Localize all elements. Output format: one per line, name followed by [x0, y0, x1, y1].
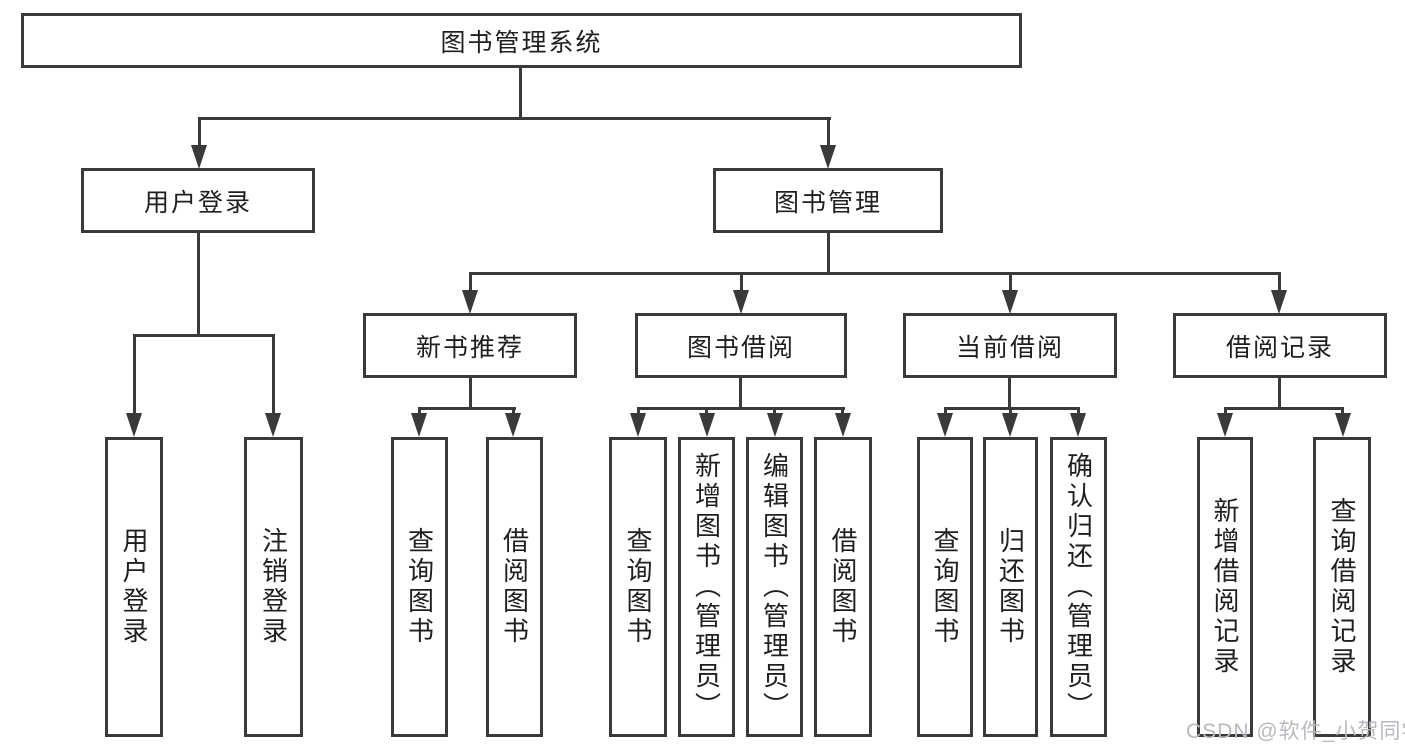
arrowhead-down-icon [126, 413, 142, 437]
leaf-search-books-current: 查询图书 [917, 437, 973, 737]
node-label: 用户登录 [119, 527, 149, 647]
node-label: 借阅图书 [828, 527, 858, 647]
leaf-borrow-books-recommend: 借阅图书 [486, 437, 543, 737]
leaf-search-books-recommend: 查询图书 [391, 437, 448, 737]
leaf-edit-book-admin: 编辑图书（管理员） [746, 437, 803, 737]
connector-line [272, 334, 275, 416]
node-user-login: 用户登录 [81, 168, 315, 233]
leaf-add-book-admin: 新增图书（管理员） [678, 437, 735, 737]
node-label: 查询图书 [623, 527, 653, 647]
connector-line [1278, 272, 1281, 294]
arrowhead-down-icon [1217, 413, 1233, 437]
node-label: 借阅图书 [499, 527, 530, 647]
connector-line [1077, 407, 1080, 417]
node-book-borrowing: 图书借阅 [635, 313, 847, 378]
connector-line [1224, 407, 1227, 417]
arrowhead-down-icon [1070, 413, 1086, 437]
leaf-add-borrow-record: 新增借阅记录 [1197, 437, 1253, 737]
leaf-borrow-books-borrowing: 借阅图书 [814, 437, 872, 737]
arrowhead-down-icon [937, 413, 953, 437]
connector-line [637, 407, 845, 410]
node-book-management: 图书管理 [713, 168, 943, 233]
connector-line [1224, 407, 1344, 410]
connector-line [418, 407, 421, 417]
csdn-watermark: CSDN @软件_小贺同学 [1186, 720, 1405, 743]
connector-line [1009, 407, 1012, 417]
connector-line [1009, 272, 1012, 294]
connector-line [739, 376, 742, 410]
arrowhead-down-icon [1002, 290, 1018, 314]
node-label: 查询借阅记录 [1327, 497, 1357, 677]
node-current-borrowing: 当前借阅 [903, 313, 1117, 378]
connector-line [944, 407, 947, 417]
node-label: 查询图书 [930, 527, 960, 647]
node-label: 新增借阅记录 [1210, 497, 1240, 677]
node-library-system: 图书管理系统 [21, 13, 1022, 68]
node-label: 归还图书 [995, 527, 1026, 647]
arrowhead-down-icon [820, 145, 836, 169]
leaf-confirm-return-admin: 确认归还（管理员） [1050, 437, 1107, 737]
connector-line [740, 272, 743, 294]
connector-line [469, 272, 1281, 275]
node-label: 用户登录 [143, 188, 252, 217]
connector-line [198, 117, 201, 149]
connector-line [1278, 376, 1281, 410]
connector-line [133, 334, 136, 416]
arrowhead-down-icon [835, 413, 851, 437]
connector-line [1008, 376, 1011, 410]
leaf-search-borrow-record: 查询借阅记录 [1313, 437, 1371, 737]
connector-line [512, 407, 515, 417]
leaf-return-books: 归还图书 [983, 437, 1038, 737]
connector-line [197, 231, 200, 337]
connector-line [133, 334, 275, 337]
connector-line [827, 117, 830, 149]
arrowhead-down-icon [1271, 290, 1287, 314]
arrowhead-down-icon [462, 290, 478, 314]
node-label: 查询图书 [404, 527, 435, 647]
node-label: 新增图书（管理员） [691, 452, 722, 722]
connector-line [827, 231, 830, 275]
connector-line [841, 407, 844, 417]
connector-line [705, 407, 708, 417]
connector-line [1341, 407, 1344, 417]
arrowhead-down-icon [265, 413, 281, 437]
node-label: 图书借阅 [686, 333, 795, 362]
connector-line [637, 407, 640, 417]
arrowhead-down-icon [1335, 413, 1351, 437]
connector-line [469, 272, 472, 294]
leaf-search-books-borrowing: 查询图书 [609, 437, 667, 737]
node-label: 图书管理系统 [440, 28, 603, 57]
node-label: 借阅记录 [1225, 333, 1334, 362]
node-label: 当前借阅 [955, 333, 1064, 362]
arrowhead-down-icon [630, 413, 646, 437]
arrowhead-down-icon [733, 290, 749, 314]
node-label: 注销登录 [258, 527, 289, 647]
connector-line [469, 376, 472, 410]
arrowhead-down-icon [191, 145, 207, 169]
node-new-book-recommendation: 新书推荐 [363, 313, 577, 378]
node-label: 图书管理 [773, 188, 882, 217]
arrowhead-down-icon [411, 413, 427, 437]
connector-line [773, 407, 776, 417]
arrowhead-down-icon [1002, 413, 1018, 437]
leaf-user-login: 用户登录 [105, 437, 163, 737]
node-label: 新书推荐 [415, 333, 524, 362]
connector-line [418, 407, 516, 410]
arrowhead-down-icon [767, 413, 783, 437]
arrowhead-down-icon [505, 413, 521, 437]
node-label: 确认归还（管理员） [1063, 452, 1094, 722]
connector-line [519, 66, 522, 119]
leaf-logout: 注销登录 [244, 437, 303, 737]
node-label: 编辑图书（管理员） [759, 452, 790, 722]
arrowhead-down-icon [699, 413, 715, 437]
node-borrowing-records: 借阅记录 [1173, 313, 1387, 378]
connector-line [198, 117, 831, 120]
